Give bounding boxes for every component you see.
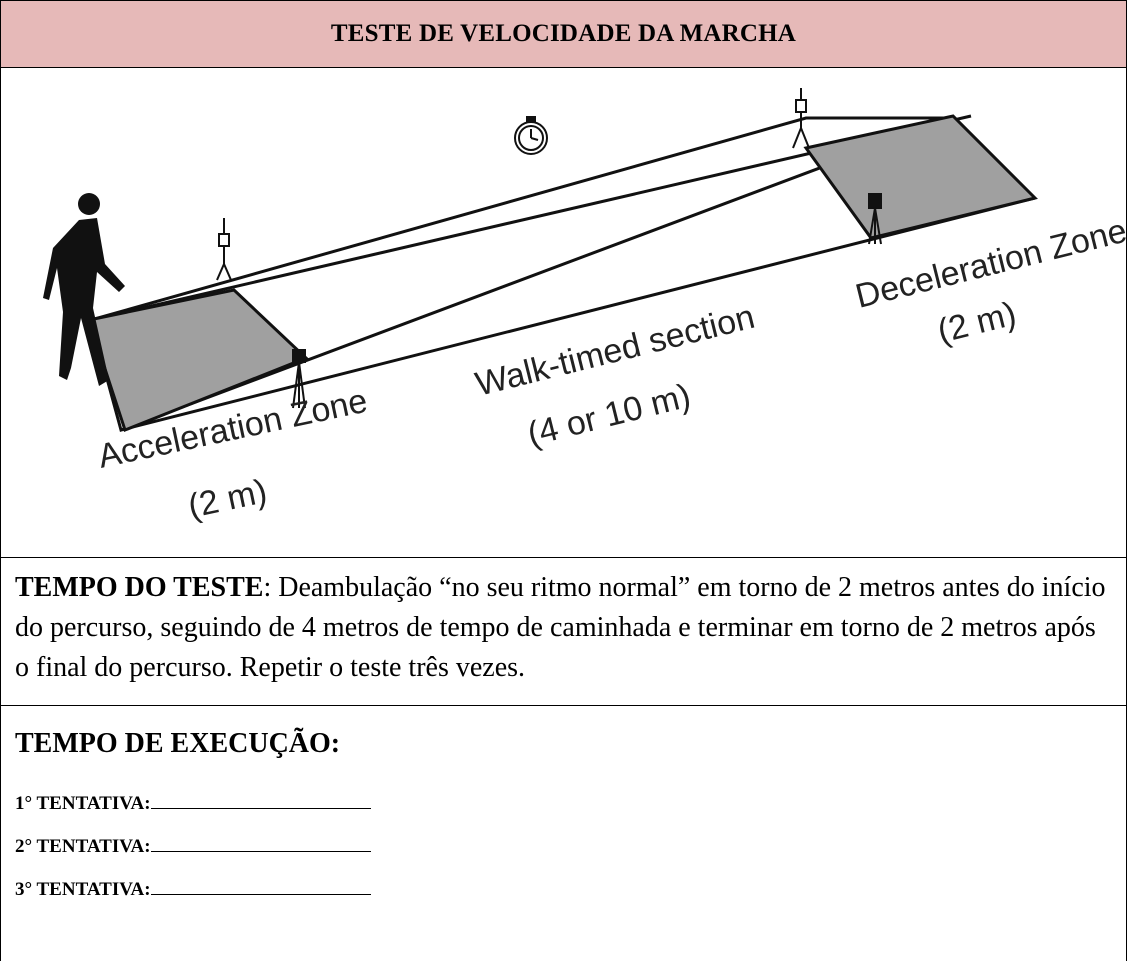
attempt-1: 1° TENTATIVA: (15, 790, 371, 815)
start-reflector-icon (292, 349, 306, 409)
page-title: TESTE DE VELOCIDADE DA MARCHA (330, 20, 797, 47)
description-lead: TEMPO DO TESTE (15, 572, 264, 603)
stopwatch-icon (514, 116, 548, 155)
attempt-2-label: 2° TENTATIVA: (15, 836, 151, 857)
description-text: : Deambulação “no seu ritmo normal” em t… (15, 572, 1106, 683)
end-sensor-icon (792, 88, 810, 149)
walk-section-label: Walk-timed section (472, 298, 759, 404)
test-description: TEMPO DO TESTE: Deambulação “no seu ritm… (1, 558, 1126, 706)
walkway-diagram: Acceleration Zone (2 m) Walk-timed secti… (43, 88, 1127, 526)
execution-section: TEMPO DE EXECUÇÃO: 1° TENTATIVA: 2° TENT… (1, 706, 1126, 961)
acceleration-zone-distance: (2 m) (185, 472, 270, 526)
gait-speed-figure: Acceleration Zone (2 m) Walk-timed secti… (1, 68, 1127, 558)
attempt-1-field[interactable] (150, 790, 371, 809)
attempt-2-field[interactable] (150, 833, 371, 852)
end-reflector-icon (868, 193, 882, 245)
attempt-3-field[interactable] (150, 876, 371, 895)
deceleration-zone (803, 114, 1038, 240)
attempt-3: 3° TENTATIVA: (15, 876, 371, 901)
walk-section-distance: (4 or 10 m) (524, 377, 695, 454)
attempt-1-label: 1° TENTATIVA: (15, 793, 151, 814)
start-sensor-icon (216, 218, 232, 281)
execution-title: TEMPO DE EXECUÇÃO: (15, 728, 341, 759)
attempt-3-label: 3° TENTATIVA: (15, 879, 151, 900)
deceleration-zone-distance: (2 m) (934, 295, 1020, 351)
walking-person-icon (43, 193, 125, 386)
title-header: TESTE DE VELOCIDADE DA MARCHA (1, 0, 1126, 68)
attempt-2: 2° TENTATIVA: (15, 833, 371, 858)
